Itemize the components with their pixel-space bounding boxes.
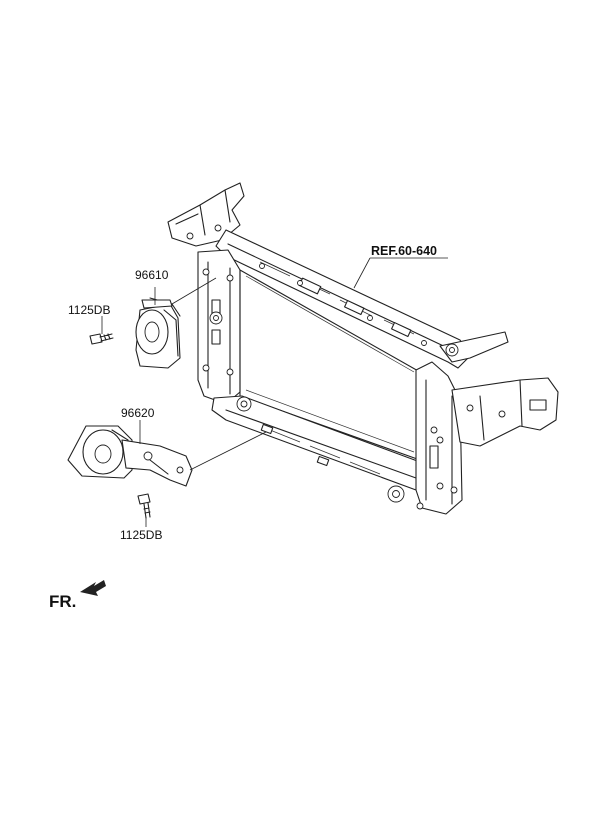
horn-upper-drawing — [135, 297, 181, 369]
reference-label: REF.60-640 — [371, 244, 438, 258]
front-indicator-label: FR. — [49, 592, 77, 611]
bolt-upper-drawing — [89, 333, 114, 345]
bolt-lower-drawing — [137, 493, 151, 519]
radiator-support-frame — [167, 182, 559, 515]
part-number-96610: 96610 — [135, 268, 169, 282]
horn-lower-drawing — [67, 425, 193, 487]
part-number-1125db-lower: 1125DB — [120, 528, 163, 542]
leader-lines — [101, 257, 448, 527]
part-number-96620: 96620 — [121, 406, 155, 420]
part-number-1125db-upper: 1125DB — [68, 303, 111, 317]
front-arrow-icon — [80, 580, 106, 596]
